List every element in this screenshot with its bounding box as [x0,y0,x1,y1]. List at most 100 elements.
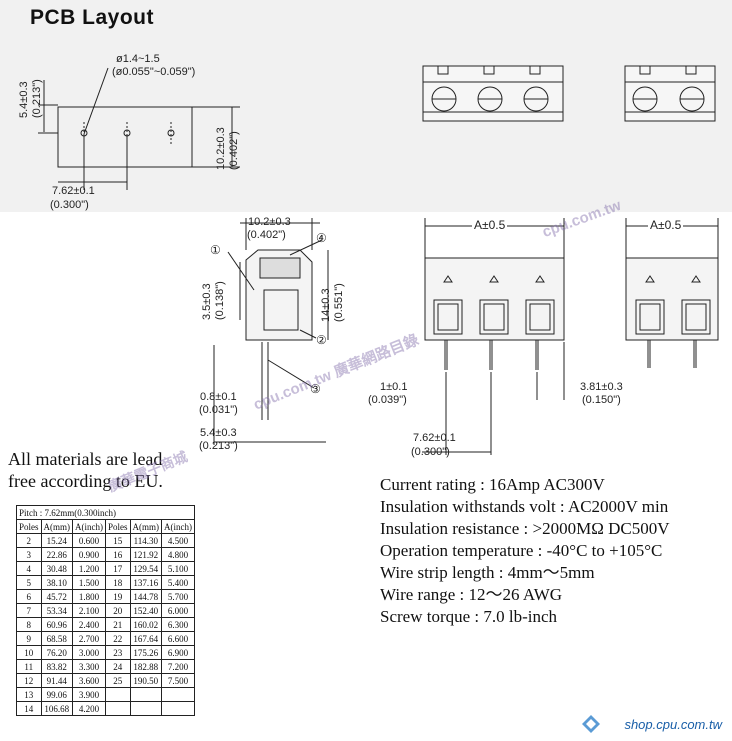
table-cell: 91.44 [40,673,74,688]
table-cell: 5.700 [161,589,196,604]
header-ainch-2: A(inch) [161,519,196,534]
table-cell [105,701,131,716]
table-cell: 22.86 [40,547,74,562]
table-cell: 14 [16,701,42,716]
spec-insulation-resistance: Insulation resistance : >2000MΩ DC500V [380,519,670,538]
edge-inch-label: (0.150") [582,394,621,406]
table-cell: 8 [16,617,42,632]
table-cell [129,701,163,716]
header-poles: Poles [16,519,42,534]
table-cell: 7.200 [161,659,196,674]
table-cell: 45.72 [40,589,74,604]
table-cell: 3.000 [72,645,107,660]
table-cell: 83.82 [40,659,74,674]
table-cell: 167.64 [129,631,163,646]
table-cell: 4.800 [161,547,196,562]
callout-2: ② [316,333,327,347]
spec-wire-range: Wire range : 12～26 AWG [380,585,563,604]
pin-width-inch-label: (0.031") [199,404,238,416]
spec-current-rating: Current rating : 16Amp AC300V [380,475,605,494]
table-cell: 17 [105,561,131,576]
table-cell: 152.40 [129,603,163,618]
header-ainch: A(inch) [72,519,107,534]
table-cell: 5.100 [161,561,196,576]
table-cell [129,687,163,702]
table-cell: 114.30 [129,533,163,548]
spec-wire-strip: Wire strip length : 4mm～5mm [380,563,595,582]
table-cell: 182.88 [129,659,163,674]
callout-1: ① [210,243,221,257]
span-label-3pole: A±0.5 [472,218,508,232]
table-cell: 23 [105,645,131,660]
table-header-row: Poles A(mm) A(inch) Poles A(mm) A(inch) [16,519,196,534]
callout-3: ③ [310,382,321,396]
callout-4: ④ [316,231,327,245]
table-cell: 7.500 [161,673,196,688]
table-cell: 7 [16,603,42,618]
table-cell: 24 [105,659,131,674]
note-line-1: All materials are lead [8,449,163,469]
top-view-2pole [624,65,716,122]
table-cell: 2.400 [72,617,107,632]
table-cell: 22 [105,631,131,646]
table-cell: 2.100 [72,603,107,618]
table-cell: 4 [16,561,42,576]
header-amm-2: A(mm) [129,519,163,534]
table-cell: 1.200 [72,561,107,576]
table-cell: 6.300 [161,617,196,632]
spec-screw-torque: Screw torque : 7.0 lb-inch [380,607,558,626]
table-cell: 13 [16,687,42,702]
span-label-2pole: A±0.5 [648,218,684,232]
table-cell: 0.600 [72,533,107,548]
table-cell: 38.10 [40,575,74,590]
table-cell: 5.400 [161,575,196,590]
table-cell: 4.200 [72,701,107,716]
hole-dia-inch-label: (ø0.055"~0.059") [112,66,196,78]
table-cell: 160.02 [129,617,163,632]
table-cell: 3.600 [72,673,107,688]
footer-site-link[interactable]: shop.cpu.com.tw [624,717,722,732]
pcb-outline [57,106,193,168]
pin-offset-label: 5.4±0.3 [200,427,237,439]
header-poles-2: Poles [105,519,131,534]
table-cell: 99.06 [40,687,74,702]
table-cell: 129.54 [129,561,163,576]
height-inch-label: (0.213") [31,79,43,118]
table-cell: 3.900 [72,687,107,702]
table-cell: 5 [16,575,42,590]
table-cell [161,687,196,702]
table-cell: 6.900 [161,645,196,660]
top-width-label: 10.2±0.3 [248,216,291,228]
pitch-caption: Pitch : 7.62mm(0.300inch) [15,505,196,520]
pin-tail-label: 1±0.1 [380,381,408,393]
table-cell: 2 [16,533,42,548]
depth-inch-label: (0.402") [228,131,240,170]
front-pitch-label: 7.62±0.1 [413,432,456,444]
table-cell: 2.700 [72,631,107,646]
spec-insulation-volt: Insulation withstands volt : AC2000V min [380,497,669,516]
pin-offset-inch-label: (0.213") [199,440,238,452]
table-cell [161,701,196,716]
table-cell: 12 [16,673,42,688]
pin-width-label: 0.8±0.1 [200,391,237,403]
table-cell: 175.26 [129,645,163,660]
table-cell: 121.92 [129,547,163,562]
front-view-2pole [625,257,719,341]
pin-tail-inch-label: (0.039") [368,394,407,406]
table-cell: 190.50 [129,673,163,688]
hole-dia-label: ø1.4~1.5 [116,53,160,65]
shop-logo-icon [582,715,600,733]
table-cell: 6.000 [161,603,196,618]
total-height-inch-label: (0.551") [333,283,345,322]
table-cell: 6.600 [161,631,196,646]
table-cell: 3.300 [72,659,107,674]
table-cell: 4.500 [161,533,196,548]
table-cell: 1.800 [72,589,107,604]
